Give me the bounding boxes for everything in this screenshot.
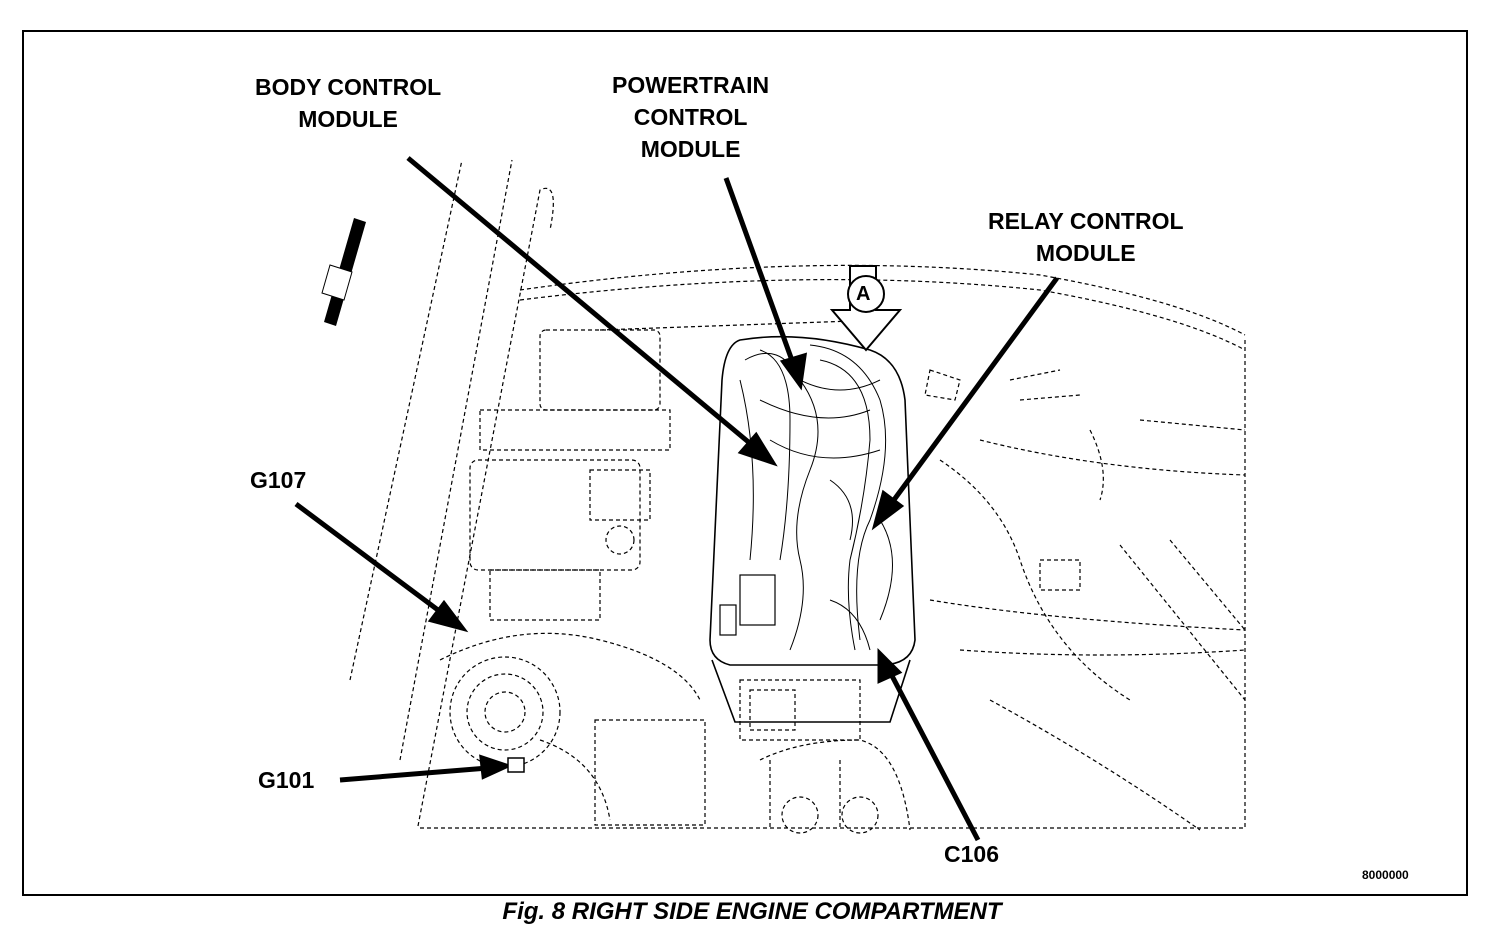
bcm-leader-line bbox=[406, 156, 760, 452]
figure-number: 8000000 bbox=[1362, 868, 1409, 882]
c106-arrowhead bbox=[877, 647, 903, 684]
view-marker-letter: A bbox=[856, 283, 871, 305]
pcm-leader-line bbox=[723, 177, 797, 367]
g107-arrowhead bbox=[427, 599, 469, 633]
g101-leader-line bbox=[339, 765, 489, 783]
pcm-arrowhead bbox=[779, 352, 808, 391]
label-c106: C106 bbox=[944, 841, 999, 867]
figure-caption: Fig. 8 RIGHT SIDE ENGINE COMPARTMENT bbox=[502, 898, 1002, 925]
rcm-leader-line bbox=[885, 276, 1060, 510]
rcm-arrowhead bbox=[871, 489, 905, 531]
leader-arrows bbox=[294, 156, 1060, 842]
fwd-indicator-icon bbox=[321, 218, 366, 326]
wiring-harness bbox=[739, 344, 893, 651]
g101-ground-stud bbox=[507, 757, 525, 773]
label-g107: G107 bbox=[250, 467, 307, 493]
label-g101: G101 bbox=[258, 767, 315, 793]
c106-leader-line bbox=[887, 670, 981, 842]
bcm-arrowhead bbox=[737, 431, 778, 467]
view-a-arrow bbox=[829, 265, 903, 352]
g107-leader-line bbox=[294, 501, 448, 619]
figure-frame bbox=[22, 30, 1468, 896]
g101-arrowhead bbox=[479, 754, 513, 780]
